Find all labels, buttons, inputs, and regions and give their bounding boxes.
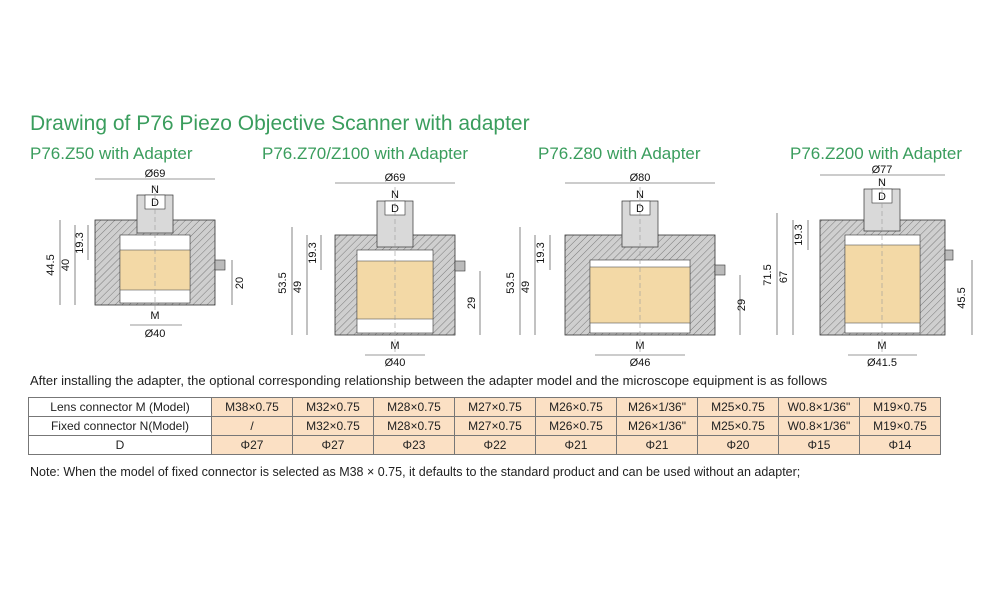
dim-n: N: [878, 177, 886, 189]
dim-m: M: [390, 340, 399, 352]
table-row: Fixed connector N(Model) / M32×0.75 M28×…: [28, 416, 941, 436]
table-cell: Φ15: [778, 435, 860, 455]
dim-top-diameter: Ø69: [145, 168, 166, 180]
table-cell: /: [211, 416, 293, 436]
dim-side-height: 20: [234, 277, 246, 289]
table-cell: M26×0.75: [535, 397, 617, 417]
dim-side-height: 29: [466, 297, 478, 309]
dim-overall-height: 71.5: [762, 264, 774, 285]
dim-n: N: [151, 184, 159, 196]
variant-title-z200: P76.Z200 with Adapter: [790, 144, 963, 163]
table-cell: Φ27: [292, 435, 374, 455]
dim-m: M: [877, 340, 886, 352]
table-cell: W0.8×1/36": [778, 416, 860, 436]
dim-body-height: 49: [520, 281, 532, 293]
variant-title-z70-z100: P76.Z70/Z100 with Adapter: [262, 144, 469, 163]
table-cell: Φ27: [211, 435, 293, 455]
table-cell: M27×0.75: [454, 397, 536, 417]
dim-top-diameter: Ø77: [872, 164, 893, 176]
variant-title-z50: P76.Z50 with Adapter: [30, 144, 193, 163]
dim-adapter-height: 19.3: [74, 232, 86, 253]
dim-top-diameter: Ø80: [630, 172, 651, 184]
table-cell: M19×0.75: [859, 416, 941, 436]
table-cell: M28×0.75: [373, 416, 455, 436]
dim-bottom-diameter: Ø46: [630, 357, 651, 369]
dim-bottom-diameter: Ø40: [385, 357, 406, 369]
adapter-compatibility-table: Lens connector M (Model) M38×0.75 M32×0.…: [28, 397, 941, 455]
dim-adapter-height: 19.3: [535, 242, 547, 263]
dim-m: M: [150, 310, 159, 322]
footnote: Note: When the model of fixed connector …: [30, 465, 801, 479]
dim-side-height: 29: [736, 299, 748, 311]
row-header-d: D: [28, 435, 212, 455]
dim-body-height: 49: [292, 281, 304, 293]
dim-overall-height: 53.5: [277, 272, 289, 293]
row-header-lens-connector: Lens connector M (Model): [28, 397, 212, 417]
page-title: Drawing of P76 Piezo Objective Scanner w…: [30, 112, 530, 135]
table-cell: W0.8×1/36": [778, 397, 860, 417]
table-cell: Φ23: [373, 435, 455, 455]
table-cell: Φ22: [454, 435, 536, 455]
dim-side-height: 45.5: [956, 287, 968, 308]
table-cell: M25×0.75: [697, 416, 779, 436]
dim-body-height: 40: [60, 259, 72, 271]
drawing-z80: Ø80 N D 53.5 49 19.3 29 M Ø46: [505, 172, 748, 369]
table-cell: Φ21: [616, 435, 698, 455]
dim-d: D: [878, 191, 886, 203]
table-cell: Φ14: [859, 435, 941, 455]
table-row: D Φ27 Φ27 Φ23 Φ22 Φ21 Φ21 Φ20 Φ15 Φ14: [28, 435, 941, 455]
table-row: Lens connector M (Model) M38×0.75 M32×0.…: [28, 397, 941, 417]
table-cell: M38×0.75: [211, 397, 293, 417]
drawing-z50: Ø69 N D 44.5 40 19.3 20 M Ø40: [45, 168, 246, 340]
variant-title-z80: P76.Z80 with Adapter: [538, 144, 701, 163]
table-cell: M32×0.75: [292, 416, 374, 436]
dim-d: D: [151, 197, 159, 209]
table-cell: M19×0.75: [859, 397, 941, 417]
table-cell: Φ21: [535, 435, 617, 455]
drawing-z70-z100: Ø69 N D 53.5 49 19.3 29 M Ø40: [277, 172, 481, 369]
row-header-fixed-connector: Fixed connector N(Model): [28, 416, 212, 436]
dim-bottom-diameter: Ø41.5: [867, 357, 897, 369]
technical-drawings: Ø69 N D 44.5 40 19.3 20 M Ø40 Ø69 N D 53…: [45, 164, 973, 369]
table-cell: M26×0.75: [535, 416, 617, 436]
dim-bottom-diameter: Ø40: [145, 328, 166, 340]
table-cell: M27×0.75: [454, 416, 536, 436]
drawing-z200: Ø77 N D 71.5 67 19.3 45.5 M Ø41.5: [762, 164, 973, 369]
dim-d: D: [636, 203, 644, 215]
dim-adapter-height: 19.3: [307, 242, 319, 263]
table-cell: M32×0.75: [292, 397, 374, 417]
table-cell: Φ20: [697, 435, 779, 455]
dim-overall-height: 53.5: [505, 272, 517, 293]
table-cell: M26×1/36": [616, 397, 698, 417]
dim-d: D: [391, 203, 399, 215]
dim-top-diameter: Ø69: [385, 172, 406, 184]
dim-body-height: 67: [778, 271, 790, 283]
dim-adapter-height: 19.3: [793, 224, 805, 245]
dim-overall-height: 44.5: [45, 254, 57, 275]
table-caption: After installing the adapter, the option…: [30, 373, 828, 388]
dim-n: N: [636, 189, 644, 201]
table-cell: M28×0.75: [373, 397, 455, 417]
dim-n: N: [391, 189, 399, 201]
table-cell: M25×0.75: [697, 397, 779, 417]
table-cell: M26×1/36": [616, 416, 698, 436]
dim-m: M: [635, 340, 644, 352]
